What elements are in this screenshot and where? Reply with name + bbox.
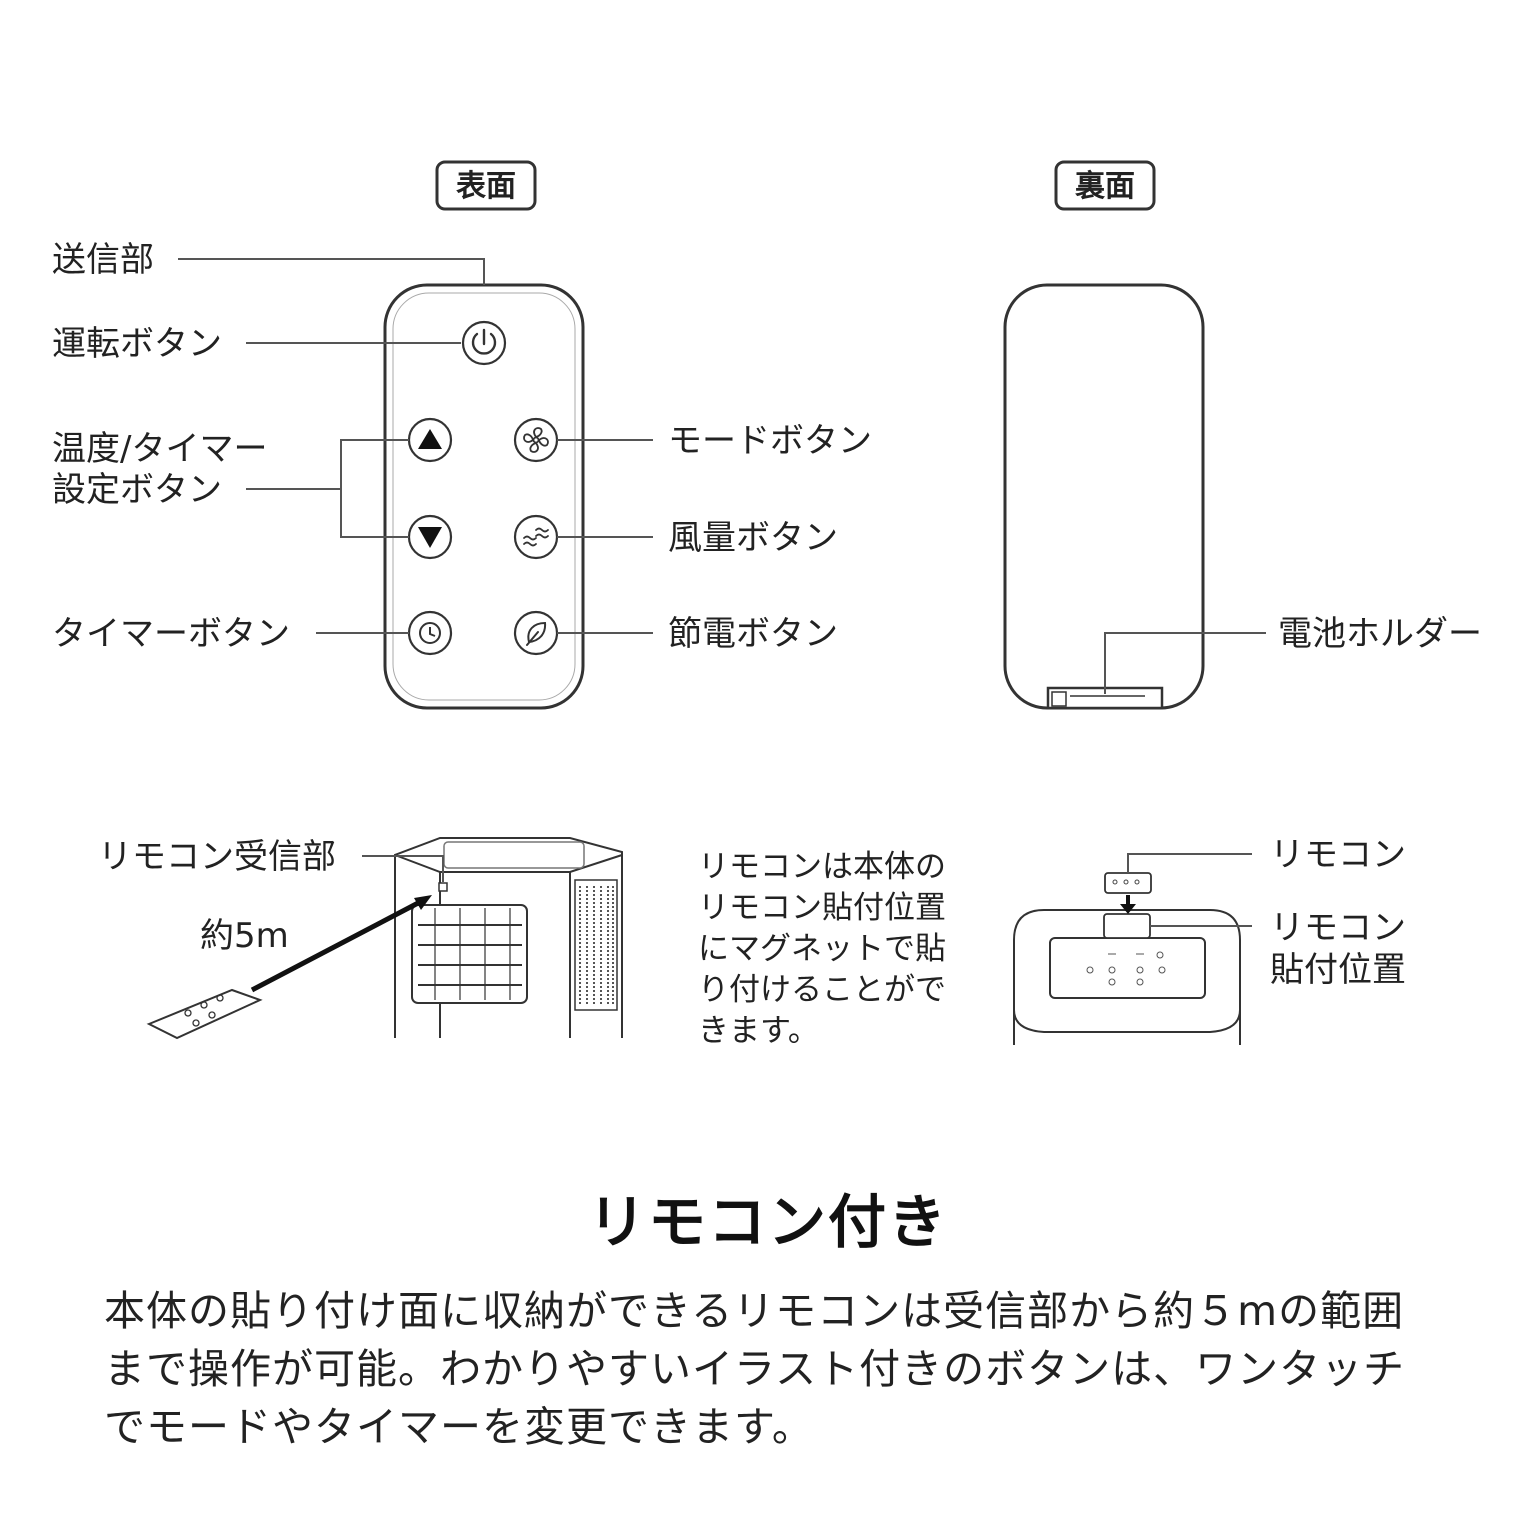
headline: リモコン付き	[587, 1188, 948, 1256]
back-tag-label: 裏面	[1075, 169, 1135, 204]
mount-label-line2: 貼付位置	[1270, 950, 1406, 990]
eco-button-label: 節電ボタン	[668, 614, 838, 654]
power-button[interactable]	[461, 320, 507, 366]
remote-small-angled	[146, 988, 263, 1040]
fan-speed-button[interactable]	[513, 514, 559, 560]
clock-icon	[419, 622, 441, 644]
control-panel-dots	[1086, 951, 1166, 986]
note-line-1: リモコンは本体の	[698, 849, 946, 885]
power-icon	[471, 328, 497, 355]
power-button-label: 運転ボタン	[52, 324, 222, 364]
front-tag-label: 表面	[456, 169, 516, 204]
distance-label: 約5m	[200, 916, 289, 956]
description: 本体の貼り付け面に収納ができるリモコンは受信部から約５mの範囲まで操作が可能。わ…	[104, 1287, 1406, 1451]
signal-beam	[250, 895, 432, 993]
fan-icon	[523, 427, 549, 453]
back-tag: 裏面	[1054, 160, 1156, 211]
leaf-icon	[526, 621, 547, 646]
mode-button-label: モードボタン	[668, 421, 872, 461]
temp-up-button[interactable]	[407, 417, 453, 463]
fan-button-label: 風量ボタン	[668, 518, 838, 558]
remote-label: リモコン	[1270, 835, 1406, 875]
wind-icon	[523, 527, 549, 547]
front-tag: 表面	[435, 160, 537, 211]
arrow-down-icon	[1120, 895, 1136, 914]
unit-illustration	[394, 837, 623, 1038]
temp-down-button[interactable]	[407, 514, 453, 560]
side-vent	[574, 879, 618, 1011]
note-line-3: にマグネットで貼	[698, 931, 946, 967]
remote-small-top	[1104, 872, 1152, 894]
eco-button[interactable]	[513, 610, 559, 656]
battery-holder	[1046, 686, 1164, 710]
note-line-5: きます。	[698, 1013, 819, 1049]
mode-button[interactable]	[513, 417, 559, 463]
note-line-2: リモコン貼付位置	[698, 890, 946, 926]
temp-label-line2: 設定ボタン	[52, 470, 222, 510]
remote-back	[1003, 283, 1205, 710]
mount-label-line1: リモコン	[1270, 908, 1406, 948]
triangle-down-icon	[418, 527, 442, 548]
transmitter-label: 送信部	[52, 240, 154, 280]
mount-note: リモコンは本体の リモコン貼付位置 にマグネットで貼 り付けることがで きます。	[698, 849, 946, 1049]
triangle-up-icon	[418, 429, 442, 449]
mount-position-box	[1103, 913, 1151, 939]
unit-top-view	[1013, 909, 1241, 1045]
timer-button[interactable]	[407, 610, 453, 656]
temp-label-line1: 温度/タイマー	[52, 429, 267, 469]
note-line-4: り付けることがで	[698, 972, 946, 1008]
receiver-label: リモコン受信部	[98, 837, 336, 877]
receiver-window	[438, 882, 448, 892]
timer-button-label: タイマーボタン	[52, 614, 290, 654]
battery-holder-label: 電池ホルダー	[1278, 614, 1482, 654]
